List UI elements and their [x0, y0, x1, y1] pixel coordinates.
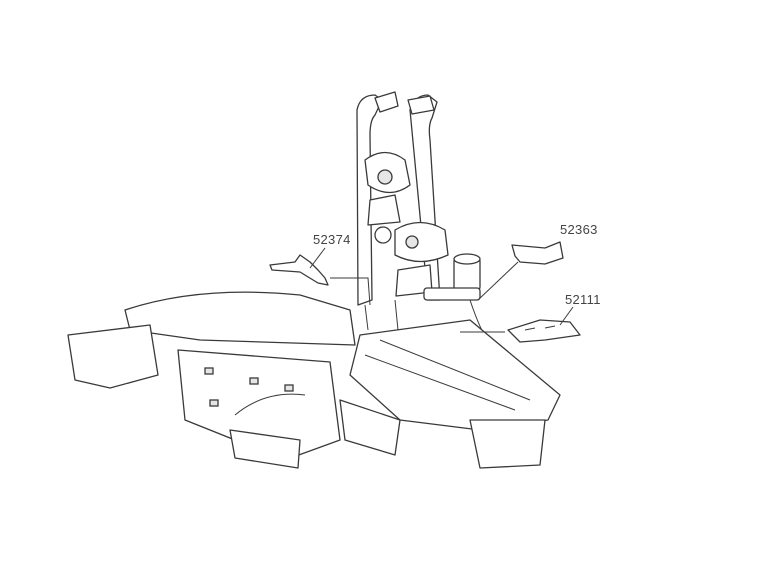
part-52363-drawing — [511, 241, 564, 265]
leader-lines — [309, 247, 574, 333]
part-label-52363: 52363 — [560, 222, 598, 237]
part-52111-drawing — [507, 319, 581, 343]
part-label-52111: 52111 — [565, 292, 601, 307]
part-52374-drawing — [269, 254, 329, 286]
base-platform — [67, 291, 561, 469]
upright-frame — [356, 91, 491, 346]
part-label-52374: 52374 — [313, 232, 351, 247]
